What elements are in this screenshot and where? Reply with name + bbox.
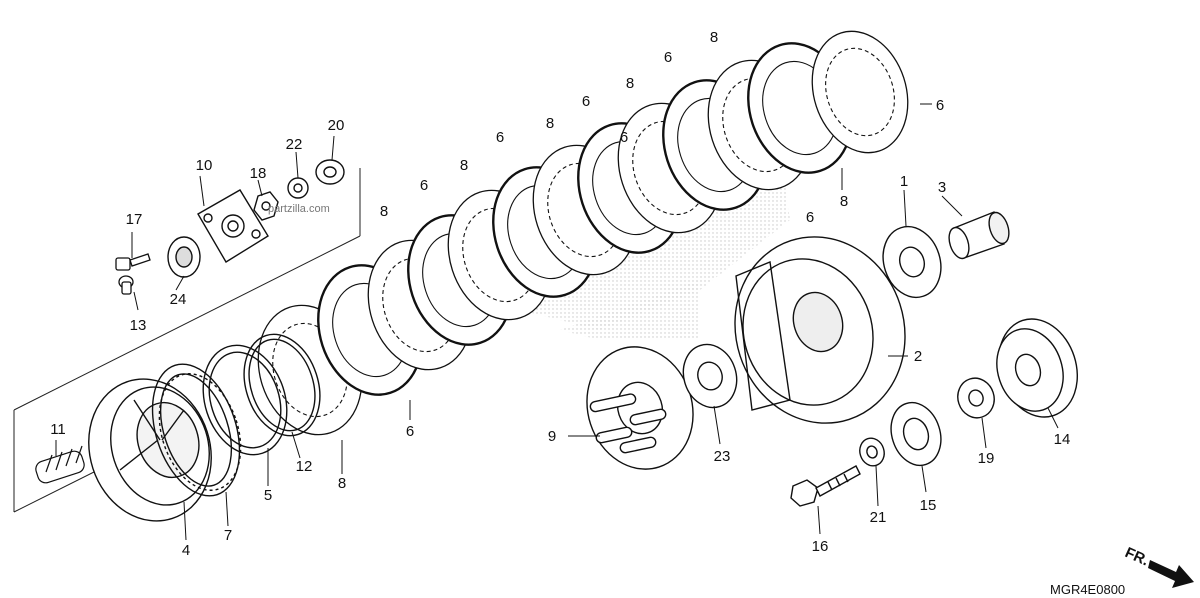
- callout-6-e: 6: [664, 49, 672, 66]
- subassembly-outline: [13, 168, 361, 513]
- washer-22-part: [288, 178, 308, 198]
- front-direction-arrow-icon: [1148, 560, 1194, 588]
- callout-10: 10: [196, 157, 213, 174]
- clutch-outer-part: [711, 215, 929, 446]
- callout-6-c: 6: [496, 129, 504, 146]
- bolt-17-part: [116, 254, 150, 270]
- callout-6-d: 6: [582, 93, 590, 110]
- callout-24: 24: [170, 291, 187, 308]
- thrust-washer-part: [675, 338, 744, 415]
- callout-13: 13: [130, 317, 147, 334]
- lifter-piece-part: [571, 333, 708, 483]
- callout-15: 15: [920, 497, 937, 514]
- callout-3: 3: [938, 179, 946, 196]
- judder-spring-part: [137, 353, 255, 507]
- callout-9: 9: [548, 428, 556, 445]
- callout-16: 16: [812, 538, 829, 555]
- callout-6-b: 6: [420, 177, 428, 194]
- front-direction-indicator: FR.: [1122, 544, 1194, 588]
- callout-5: 5: [264, 487, 272, 504]
- callout-6-f: 6: [936, 97, 944, 114]
- callout-8-g: 8: [840, 193, 848, 210]
- bolt-16-part: [791, 466, 860, 506]
- callout-8-a: 8: [338, 475, 346, 492]
- callout-1: 1: [900, 173, 908, 190]
- callout-19: 19: [978, 450, 995, 467]
- callout-21: 21: [870, 509, 887, 526]
- clutch-plate: [811, 30, 909, 154]
- washer-21-part: [856, 435, 887, 469]
- spring-seat-part: [190, 334, 301, 465]
- pump-gear-part: [883, 396, 948, 472]
- diagram-code: MGR4E0800: [1050, 582, 1125, 597]
- callout-8-d: 8: [546, 115, 554, 132]
- callout-6-g: 6: [806, 209, 814, 226]
- collar-part: [945, 210, 1012, 261]
- callout-11: 11: [50, 421, 66, 438]
- callout-6-h: 6: [620, 129, 628, 146]
- nut-part: [254, 192, 278, 220]
- callout-8-b: 8: [380, 203, 388, 220]
- callout-18: 18: [250, 165, 267, 182]
- callout-14: 14: [1054, 431, 1071, 448]
- clutch-plate-stack: [257, 30, 909, 436]
- watermark-text: partzilla.com: [268, 203, 330, 215]
- clutch-spring-part: [34, 446, 86, 485]
- callout-8-f: 8: [710, 29, 718, 46]
- callout-7: 7: [224, 527, 232, 544]
- front-direction-label: FR.: [1122, 544, 1151, 569]
- bearing-part: [168, 237, 200, 277]
- leader-lines: [55, 103, 1059, 541]
- callout-23: 23: [714, 448, 731, 465]
- washer-19-part: [953, 373, 1000, 422]
- callout-8-e: 8: [626, 75, 634, 92]
- callout-22: 22: [286, 136, 303, 153]
- callout-8-c: 8: [460, 157, 468, 174]
- washer-20-part: [316, 160, 344, 184]
- callout-6-a: 6: [406, 423, 414, 440]
- callout-4: 4: [182, 542, 190, 559]
- callout-12: 12: [296, 458, 313, 475]
- pin-13-part: [119, 276, 133, 294]
- wire-ring-part: [232, 324, 333, 445]
- callout-2: 2: [914, 348, 922, 365]
- primary-gear-part: [986, 309, 1089, 428]
- callout-20: 20: [328, 117, 345, 134]
- lifter-plate-part: [198, 190, 268, 262]
- callout-17: 17: [126, 211, 143, 228]
- oil-pump-drive-gear-part: [874, 219, 950, 305]
- callout-labels: 1 2 3 4 5 6 6 6 6 6 6 6 6 7 8 8 8 8 8 8 …: [50, 29, 1070, 559]
- pressure-plate-part: [71, 363, 255, 537]
